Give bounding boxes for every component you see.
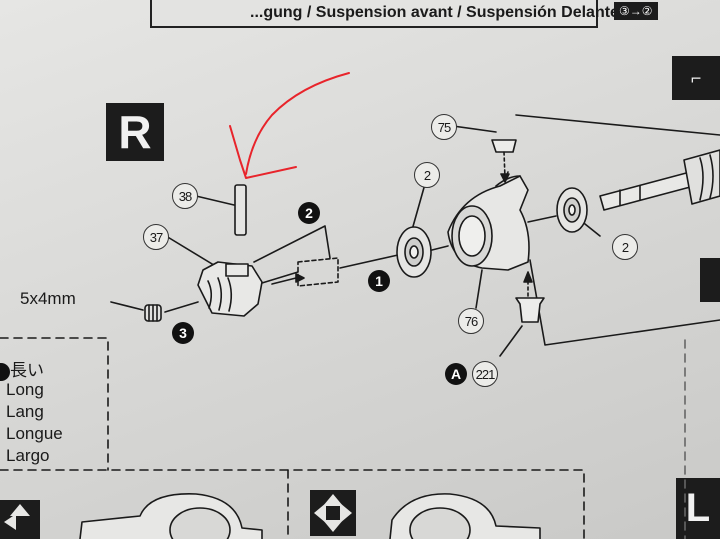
part-callout-75: 75 [431, 114, 457, 140]
red-annotation-arrow [229, 72, 350, 179]
part-callout-37: 37 [143, 224, 169, 250]
tool-icon: ⌐ [672, 56, 720, 100]
length-legend-item: Longue [6, 424, 63, 443]
length-legend-item: Largo [6, 446, 50, 465]
part-callout-2-upper: 2 [414, 162, 440, 188]
part-callout-76: 76 [458, 308, 484, 334]
length-legend-item: Lang [6, 402, 44, 421]
pin-38 [234, 184, 247, 236]
drive-shaft [599, 171, 695, 211]
bushing-221 [515, 297, 545, 323]
part-callout-2-lower: 2 [612, 234, 638, 260]
step-order-icon: ③→② [614, 2, 658, 20]
side-badge-left: L [676, 478, 720, 539]
side-marker-icon [700, 258, 720, 302]
length-legend-prefix: 長い [0, 356, 44, 381]
phantom-part [297, 257, 339, 287]
bushing-75 [491, 139, 517, 153]
screw-size-label: 5x4mm [20, 289, 76, 308]
part-callout-221: 221 [472, 361, 498, 387]
length-legend-item: Long [6, 380, 44, 399]
leader-38 [195, 195, 235, 206]
step-3-badge: 3 [172, 322, 194, 344]
step-2-badge: 2 [298, 202, 320, 224]
step-1-badge: 1 [368, 270, 390, 292]
side-badge-right: R [106, 103, 164, 161]
header-box [150, 0, 598, 28]
part-callout-38: 38 [172, 183, 198, 209]
page-header-title: ...gung / Suspension avant / Suspensión … [250, 4, 635, 21]
half-circle-icon [0, 362, 10, 381]
step-A-badge: A [445, 363, 467, 385]
